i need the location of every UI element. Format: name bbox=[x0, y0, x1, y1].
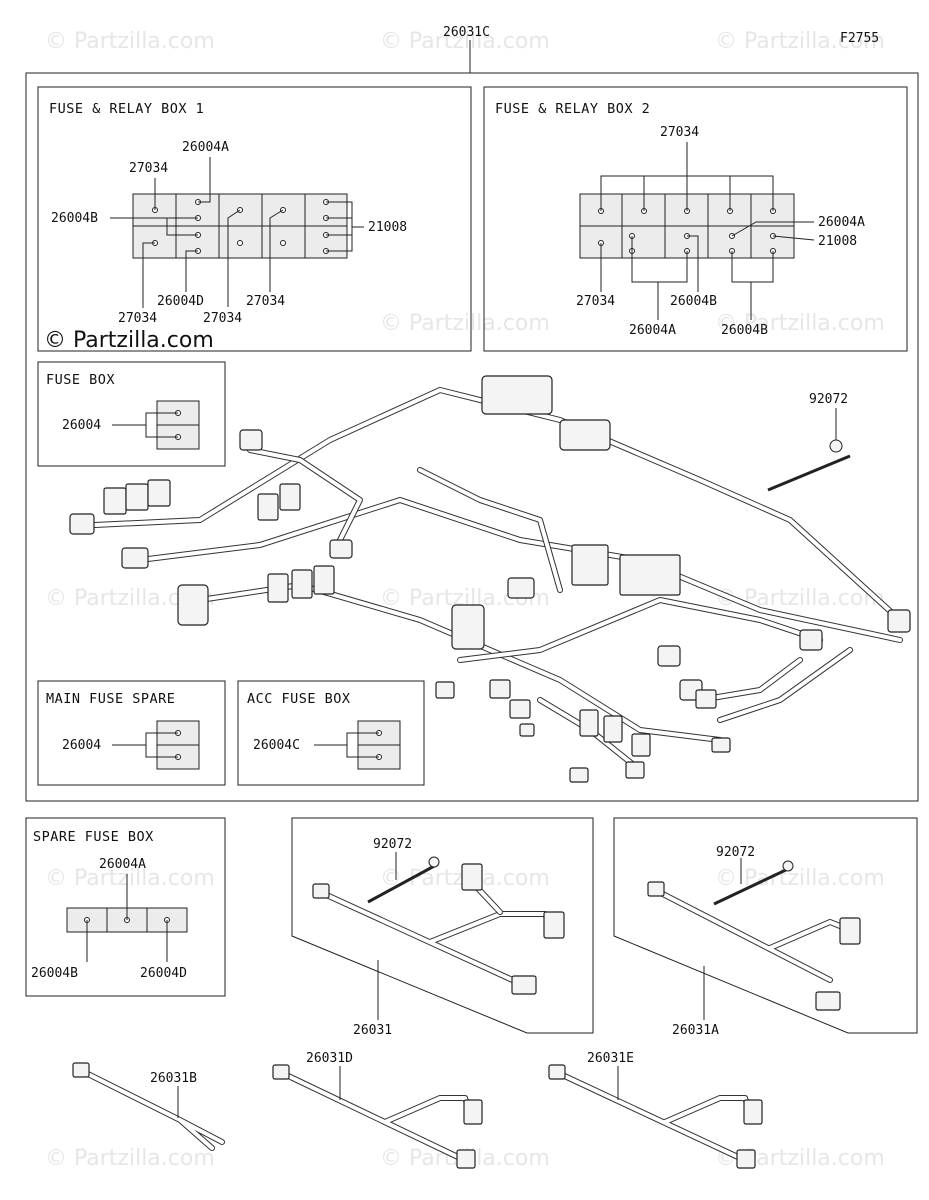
panel-title: SPARE FUSE BOX bbox=[33, 829, 154, 845]
part-number-label[interactable]: 26031A bbox=[672, 1023, 719, 1038]
panel-title: FUSE & RELAY BOX 2 bbox=[495, 101, 650, 117]
part-number-label[interactable]: 92072 bbox=[809, 392, 848, 407]
part-number-label[interactable]: 26004A bbox=[818, 215, 865, 230]
watermark: © Partzilla.com bbox=[380, 29, 550, 54]
figure-id: F2755 bbox=[840, 31, 879, 46]
harness-26031b[interactable]: 26031B bbox=[72, 1062, 225, 1151]
part-number-label[interactable]: 21008 bbox=[818, 234, 857, 249]
harness-26031d[interactable]: 26031D bbox=[272, 1051, 483, 1169]
part-number-label[interactable]: 26004B bbox=[670, 294, 717, 309]
part-number-label[interactable]: 26004D bbox=[140, 966, 187, 981]
spare-fuse-box-panel: SPARE FUSE BOX 26004A 26004B 26004D bbox=[25, 817, 226, 997]
part-number-label[interactable]: 26004A bbox=[629, 323, 676, 338]
watermark: © Partzilla.com bbox=[715, 866, 885, 891]
watermark: © Partzilla.com bbox=[380, 311, 550, 336]
part-number-label[interactable]: 26004B bbox=[51, 211, 98, 226]
main-fuse-spare-panel: MAIN FUSE SPARE 26004 bbox=[37, 680, 226, 786]
watermark: © Partzilla.com bbox=[715, 29, 885, 54]
part-number-label[interactable]: 26031E bbox=[587, 1051, 634, 1066]
part-number-label[interactable]: 26031D bbox=[306, 1051, 353, 1066]
part-number-label[interactable]: 27034 bbox=[246, 294, 285, 309]
part-number-label[interactable]: 27034 bbox=[129, 161, 168, 176]
watermark: © Partzilla.com bbox=[45, 866, 215, 891]
acc-fuse-box-panel: ACC FUSE BOX 26004C bbox=[237, 680, 425, 786]
part-number-label[interactable]: 26004B bbox=[721, 323, 768, 338]
part-number-label[interactable]: 21008 bbox=[368, 220, 407, 235]
fuse-relay-box-1-panel: FUSE & RELAY BOX 1 26004A 27034 26004B bbox=[37, 86, 472, 353]
harness-26031-panel[interactable]: 92072 26031 bbox=[291, 817, 594, 1038]
partzilla-logo: © Partzilla.com bbox=[44, 328, 214, 353]
part-number-label[interactable]: 26004D bbox=[157, 294, 204, 309]
fuse-box-panel: FUSE BOX 26004 bbox=[37, 361, 226, 467]
panel-title: FUSE BOX bbox=[46, 372, 115, 388]
part-number-label[interactable]: 92072 bbox=[373, 837, 412, 852]
part-number-label[interactable]: 26004A bbox=[182, 140, 229, 155]
part-number-label[interactable]: 27034 bbox=[660, 125, 699, 140]
panel-title: FUSE & RELAY BOX 1 bbox=[49, 101, 204, 117]
fuse-relay-box-2-panel: FUSE & RELAY BOX 2 27034 26004A 21008 2 bbox=[483, 86, 908, 352]
main-assembly-frame bbox=[25, 72, 919, 802]
panel-title: ACC FUSE BOX bbox=[247, 691, 351, 707]
main-wiring-harness[interactable] bbox=[69, 375, 911, 783]
part-number-label[interactable]: 26004C bbox=[253, 738, 300, 753]
part-number-label[interactable]: 26004A bbox=[99, 857, 146, 872]
part-number-label[interactable]: 26004B bbox=[31, 966, 78, 981]
part-number-label[interactable]: 26031B bbox=[150, 1071, 197, 1086]
part-number-label[interactable]: 27034 bbox=[203, 311, 242, 326]
watermark: © Partzilla.com bbox=[715, 586, 885, 611]
main-assembly-label[interactable]: 26031C bbox=[443, 25, 490, 40]
watermark: © Partzilla.com bbox=[45, 29, 215, 54]
watermark: © Partzilla.com bbox=[45, 1146, 215, 1171]
harness-26031e[interactable]: 26031E bbox=[548, 1051, 763, 1169]
part-number-label[interactable]: 26004 bbox=[62, 738, 101, 753]
watermark: © Partzilla.com bbox=[715, 311, 885, 336]
cable-tie-main[interactable]: 92072 bbox=[767, 392, 851, 492]
part-number-label[interactable]: 26031 bbox=[353, 1023, 392, 1038]
part-number-label[interactable]: 92072 bbox=[716, 845, 755, 860]
panel-title: MAIN FUSE SPARE bbox=[46, 691, 175, 707]
part-number-label[interactable]: 27034 bbox=[118, 311, 157, 326]
harness-26031a-panel[interactable]: 92072 26031A bbox=[613, 817, 918, 1038]
part-number-label[interactable]: 27034 bbox=[576, 294, 615, 309]
part-number-label[interactable]: 26004 bbox=[62, 418, 101, 433]
